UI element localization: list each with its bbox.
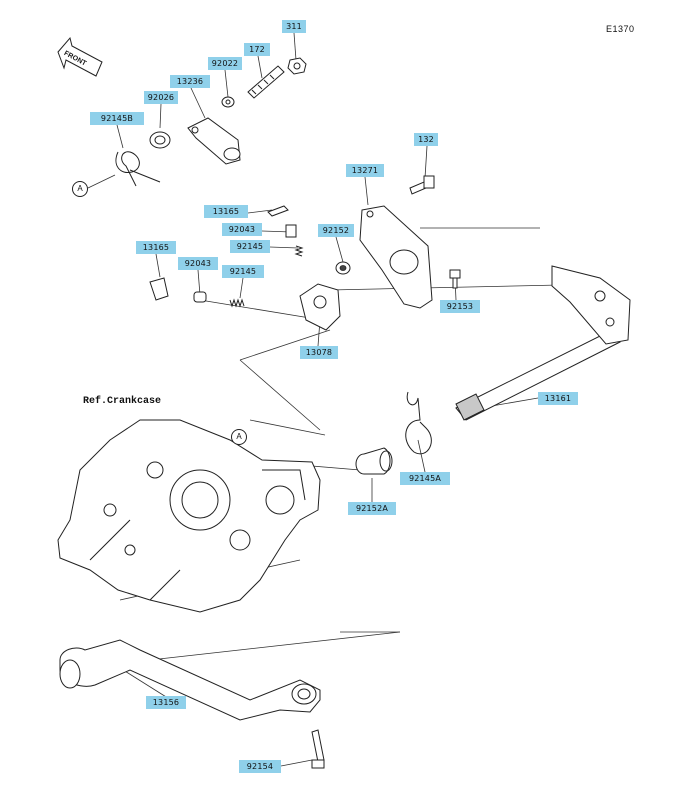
diagram-code: E1370 (606, 24, 635, 34)
bolt-92154 (311, 729, 325, 769)
spring-92145B (115, 151, 161, 187)
part-label-92145a[interactable]: 92145A (400, 472, 450, 485)
part-label-13156[interactable]: 13156 (146, 696, 186, 709)
part-label-92145-lower[interactable]: 92145 (222, 265, 264, 278)
part-label-132[interactable]: 132 (414, 133, 438, 146)
front-arrow-icon (57, 36, 103, 77)
bolt-132 (409, 175, 435, 195)
shaft-13161 (455, 265, 631, 421)
part-label-13078[interactable]: 13078 (300, 346, 338, 359)
nut-311 (287, 57, 307, 75)
part-label-92154[interactable]: 92154 (239, 760, 281, 773)
marker-a-spring: A (72, 181, 88, 197)
part-label-92145-upper[interactable]: 92145 (230, 240, 270, 253)
plate-13271 (359, 205, 433, 309)
part-label-13165-lower[interactable]: 13165 (136, 241, 176, 254)
part-label-92153[interactable]: 92153 (440, 300, 480, 313)
part-label-13271[interactable]: 13271 (346, 164, 384, 177)
part-label-92152a[interactable]: 92152A (348, 502, 396, 515)
part-label-92026[interactable]: 92026 (144, 91, 178, 104)
reference-label: Ref.Crankcase (83, 396, 162, 407)
part-label-92043-upper[interactable]: 92043 (222, 223, 262, 236)
part-label-92022[interactable]: 92022 (208, 57, 242, 70)
marker-a-crankcase: A (231, 429, 247, 445)
cam-13078 (299, 283, 341, 331)
pin-92043-upper (285, 224, 297, 238)
part-label-172[interactable]: 172 (244, 43, 270, 56)
collar-92026 (149, 131, 171, 149)
bolt-92153 (449, 269, 461, 289)
part-label-13236[interactable]: 13236 (170, 75, 210, 88)
collar-92152A (355, 447, 393, 475)
spring-92145-upper (294, 245, 304, 257)
crankcase-drawing (57, 419, 321, 613)
plate-13236 (187, 117, 241, 165)
part-label-92145b[interactable]: 92145B (90, 112, 144, 125)
part-label-92043-lower[interactable]: 92043 (178, 257, 218, 270)
pin-92043-lower (193, 291, 207, 303)
spring-92145-lower (229, 298, 245, 308)
part-label-92152[interactable]: 92152 (318, 224, 354, 237)
part-label-13165-upper[interactable]: 13165 (204, 205, 248, 218)
bolt-172 (247, 65, 285, 99)
spring-92145A (405, 391, 432, 455)
pedal-13156 (59, 639, 321, 721)
pin-13165-upper (267, 205, 289, 217)
washer-92022 (221, 96, 235, 108)
part-label-13161[interactable]: 13161 (538, 392, 578, 405)
washer-92152 (335, 261, 351, 275)
pin-13165-lower (149, 277, 169, 301)
part-label-311[interactable]: 311 (282, 20, 306, 33)
